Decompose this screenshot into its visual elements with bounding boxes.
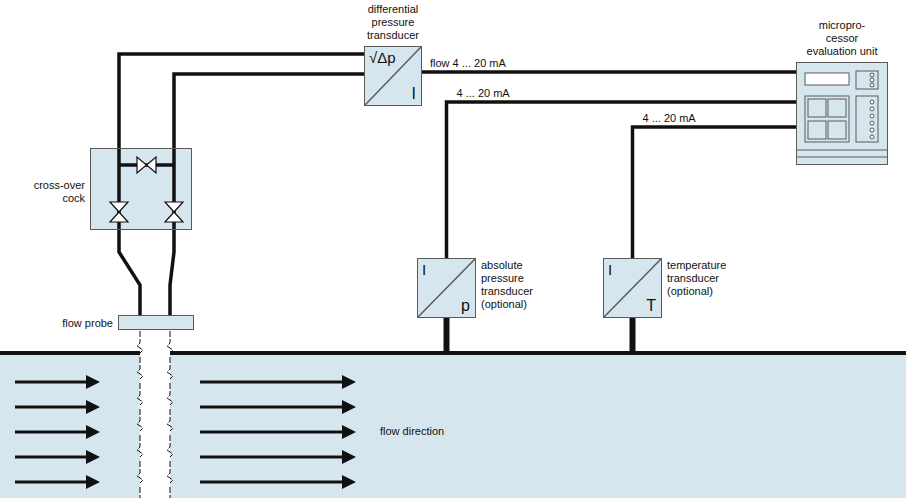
- flow-arrow-shaft: [15, 481, 88, 484]
- temperature-tap: [630, 318, 636, 353]
- impulse-line: [174, 74, 364, 148]
- signal-wire: [447, 102, 797, 258]
- impulse-line: [170, 230, 174, 315]
- signal-wire: [422, 70, 796, 74]
- signal-symbol: I: [608, 261, 612, 278]
- flow-arrow-shaft: [200, 456, 344, 459]
- flow-arrow-head: [342, 475, 356, 489]
- pipe-wall: [0, 351, 906, 355]
- valve-symbols: [110, 157, 183, 222]
- flow-arrow-shaft: [15, 431, 88, 434]
- flow-arrow-head: [342, 450, 356, 464]
- flow-arrow-shaft: [15, 456, 88, 459]
- pressure-transducer: absolute pressure transducer (optional)I…: [417, 258, 476, 318]
- probe-rod: [140, 331, 170, 498]
- node-heading: absolute pressure transducer (optional): [481, 259, 547, 311]
- signal-label: 4 ... 20 mA: [641, 112, 698, 125]
- probe-rod-edge: [167, 331, 173, 498]
- flow-arrow-shaft: [15, 381, 88, 384]
- pipe-fluid: [0, 353, 906, 498]
- flow-arrow-shaft: [15, 406, 88, 409]
- signal-symbol: p: [461, 297, 470, 315]
- flow-probe: flow probe: [118, 315, 194, 330]
- differential-pressure-transducer: differential pressure transducer√ΔpI: [364, 46, 422, 106]
- probe-rod-edges: [137, 331, 173, 498]
- unit-body: [796, 62, 888, 165]
- flow-label: flow direction: [378, 425, 446, 438]
- flow-arrow-head: [86, 400, 100, 414]
- flow-arrow-shaft: [200, 381, 344, 384]
- signal-symbol: T: [646, 297, 656, 315]
- flow-arrow-head: [86, 450, 100, 464]
- node-heading: differential pressure transducer: [351, 3, 435, 42]
- flow-arrow-head: [86, 425, 100, 439]
- flow-arrow-shaft: [200, 406, 344, 409]
- cross-over-cock: cross-over cock: [90, 148, 192, 230]
- flow-arrow-head: [86, 475, 100, 489]
- evaluation-unit: micropro- cessor evaluation unit: [796, 62, 888, 165]
- node-heading: flow probe: [62, 316, 113, 329]
- signal-symbol: I: [422, 261, 426, 278]
- flow-arrow-head: [86, 375, 100, 389]
- signal-wire: [633, 127, 797, 258]
- signal-label: 4 ... 20 mA: [455, 87, 512, 100]
- temperature-transducer: temperature transducer (optional)IT: [603, 258, 662, 318]
- impulse-line: [119, 230, 140, 315]
- flow-arrow-head: [342, 400, 356, 414]
- flow-arrow-shaft: [200, 431, 344, 434]
- pressure-tap: [444, 318, 450, 353]
- unit-front-panel: [796, 71, 888, 157]
- flow-arrow-head: [342, 375, 356, 389]
- signal-symbol: I: [412, 85, 416, 103]
- signal-label: flow 4 ... 20 mA: [428, 57, 508, 70]
- cock-body: [90, 148, 192, 230]
- flow-arrow-shaft: [200, 481, 344, 484]
- flow-arrow-head: [342, 425, 356, 439]
- node-heading: micropro- cessor evaluation unit: [806, 19, 878, 58]
- flow-arrows: [15, 375, 356, 489]
- node-heading: temperature transducer (optional): [667, 259, 737, 298]
- probe-rod-edge: [137, 331, 143, 498]
- impulse-line: [119, 54, 364, 148]
- node-heading: cross-over cock: [25, 179, 85, 205]
- signal-symbol: √Δp: [369, 49, 396, 66]
- cock-pipes: [119, 148, 174, 230]
